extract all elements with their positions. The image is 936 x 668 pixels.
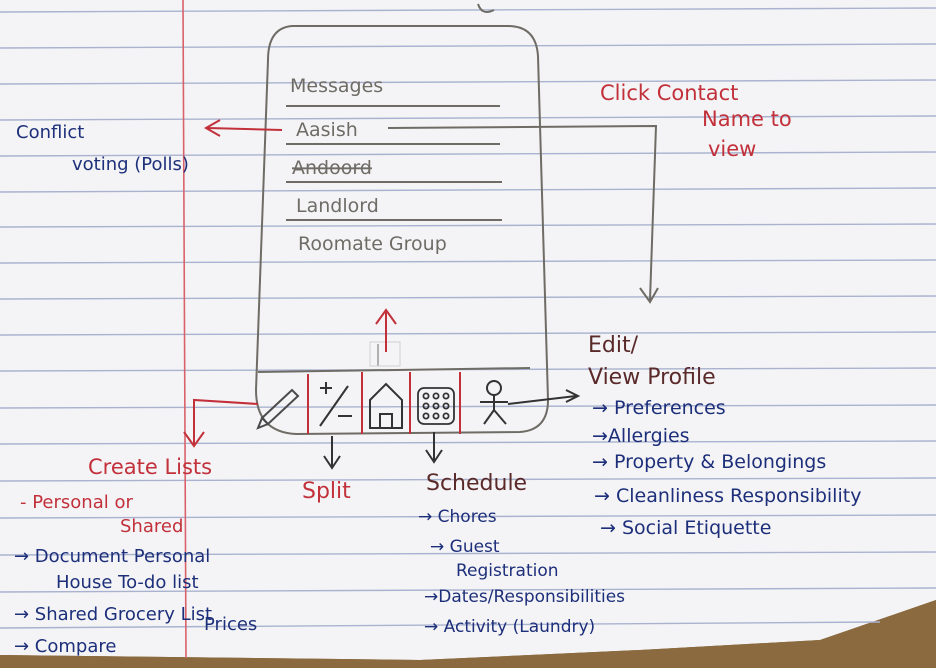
paper-bottom-shadow	[0, 600, 936, 668]
svg-text:voting (Polls): voting (Polls)	[72, 154, 189, 175]
svg-text:Registration: Registration	[456, 561, 559, 581]
person-icon[interactable]	[480, 380, 508, 425]
arrow-person-to-profile	[507, 389, 581, 405]
phone-frame	[254, 25, 550, 436]
pencil-icon[interactable]	[256, 388, 300, 430]
phone-speaker	[477, 3, 495, 13]
svg-text:→Allergies: →Allergies	[592, 425, 690, 447]
nav-separators	[307, 372, 461, 434]
svg-text:→ Activity (Laundry): → Activity (Laundry)	[424, 617, 595, 637]
svg-text:→ Cleanliness Responsibility: → Cleanliness Responsibility	[594, 485, 861, 507]
nav-top-border	[257, 367, 531, 373]
arrow-up-in-phone	[375, 308, 397, 352]
arrow-to-schedule	[425, 432, 443, 464]
phone-sketch	[254, 3, 550, 436]
arrow-to-create-lists	[183, 398, 259, 448]
svg-text:→ Chores: → Chores	[418, 507, 497, 527]
svg-text:→ Property & Belongings: → Property & Belongings	[592, 451, 826, 473]
create-lists-title: Create Lists	[88, 455, 212, 479]
split-plus-minus-icon[interactable]	[319, 382, 352, 427]
svg-text:House To-do list: House To-do list	[56, 572, 199, 593]
menu-item-landlord[interactable]: Landlord	[296, 195, 379, 217]
conflict-note: Conflict voting (Polls)	[16, 122, 189, 175]
svg-text:Click Contact: Click Contact	[600, 81, 738, 105]
menu-item-messages[interactable]: Messages	[290, 75, 383, 97]
svg-text:→Dates/Responsibilities: →Dates/Responsibilities	[424, 587, 625, 607]
calendar-grid-icon[interactable]	[417, 387, 455, 425]
schedule-title: Schedule	[426, 471, 527, 496]
menu-item-andoord[interactable]: Andoord	[292, 157, 372, 179]
home-icon[interactable]	[369, 382, 403, 429]
margin-line	[182, 0, 187, 659]
split-label: Split	[302, 479, 351, 504]
menu-item-roomate-group[interactable]: Roomate Group	[298, 233, 447, 255]
svg-text:→ Document Personal: → Document Personal	[14, 546, 210, 567]
svg-text:Edit/: Edit/	[588, 333, 639, 358]
svg-text:→ Social Etiquette: → Social Etiquette	[600, 517, 771, 539]
svg-text:→ Guest: → Guest	[430, 537, 500, 557]
svg-text:Shared: Shared	[120, 516, 183, 537]
annotation-arrows	[183, 119, 659, 470]
svg-text:- Personal or: - Personal or	[20, 492, 133, 513]
profile-items: → Preferences →Allergies → Property & Be…	[592, 397, 861, 539]
arrow-to-split	[323, 436, 341, 470]
click-contact-note: Click Contact Name to view	[600, 81, 792, 161]
svg-text:Prices: Prices	[204, 614, 257, 635]
svg-text:Conflict: Conflict	[16, 122, 84, 143]
svg-text:view: view	[708, 137, 756, 161]
arrow-to-profile	[387, 124, 659, 304]
svg-text:Name to: Name to	[702, 107, 792, 131]
edit-profile-note: Edit/ View Profile	[588, 333, 716, 390]
svg-text:→ Compare: → Compare	[14, 636, 116, 657]
arrow-to-conflict	[203, 119, 283, 137]
create-lists-items: - Personal or Shared → Document Personal…	[14, 492, 257, 657]
menu-item-aasish[interactable]: Aasish	[296, 119, 358, 141]
phone-menu: Messages Aasish Andoord Landlord Roomate…	[290, 75, 447, 255]
svg-text:→ Shared Grocery List: → Shared Grocery List	[14, 604, 212, 625]
svg-text:View Profile: View Profile	[588, 365, 716, 390]
schedule-items: → Chores → Guest Registration →Dates/Res…	[418, 507, 625, 637]
svg-text:→ Preferences: → Preferences	[592, 397, 726, 419]
